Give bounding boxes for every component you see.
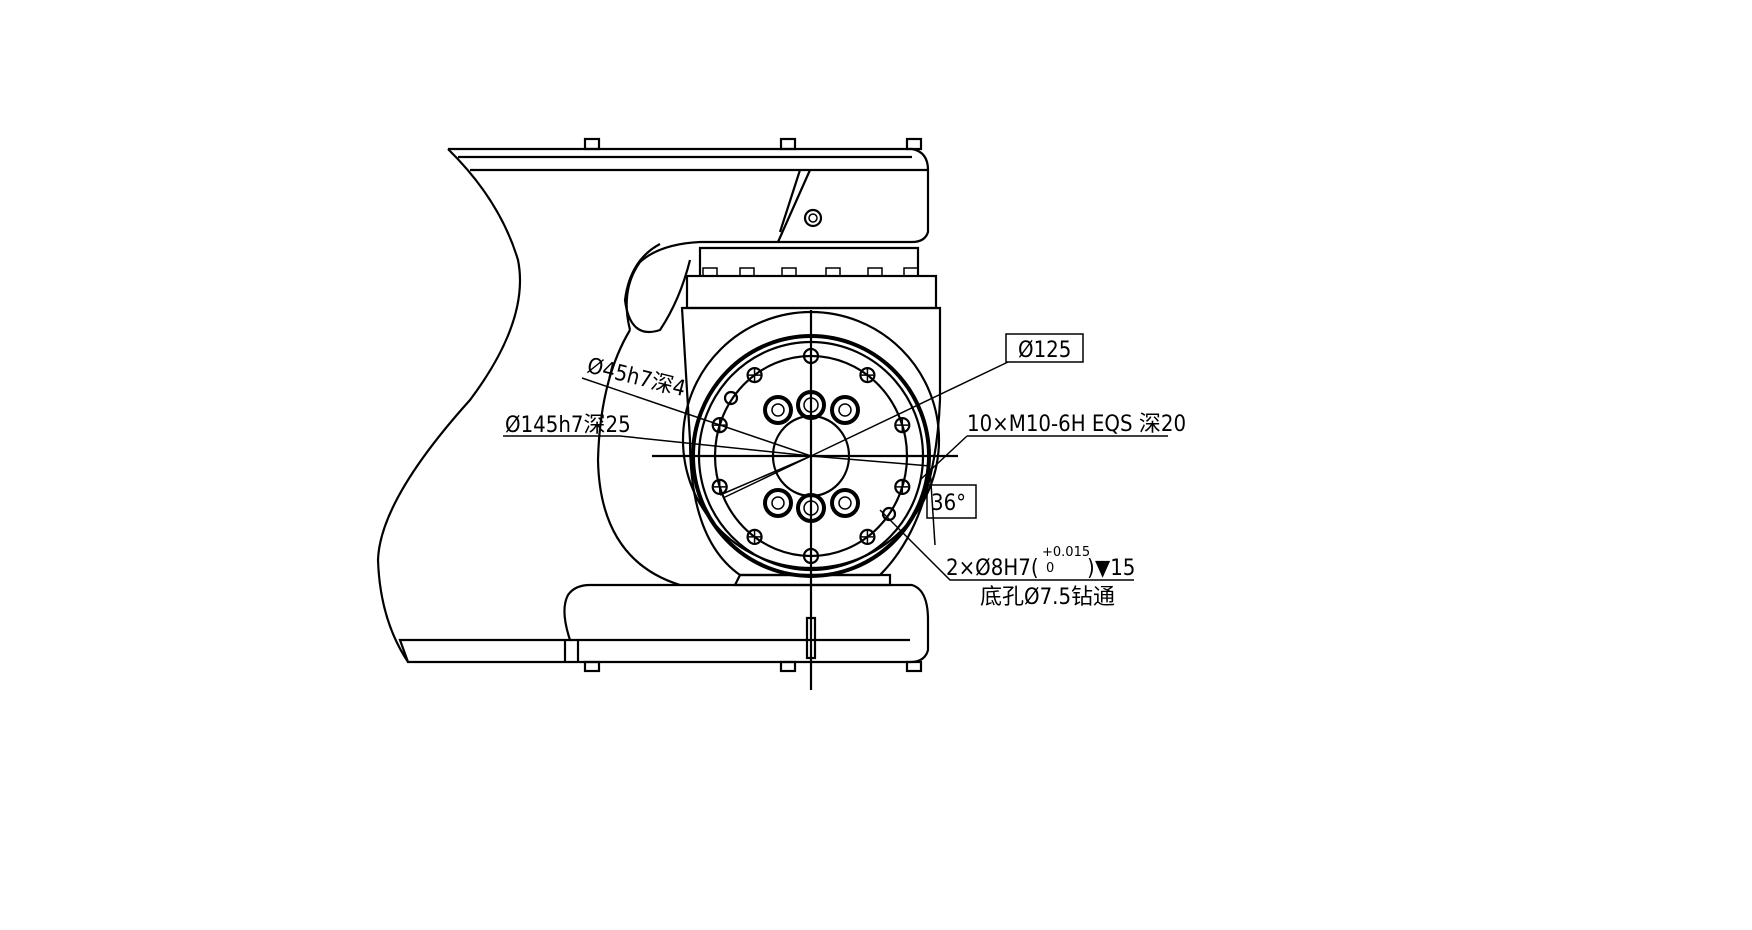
hole-crosshair [748,369,761,382]
hole-crosshair [896,480,909,493]
pcd-label: Ø125 [1018,338,1071,363]
threaded-hole [859,366,876,384]
pin-holes-prefix: 2×Ø8H7( [946,556,1039,581]
pin-hole [723,390,739,406]
hole-crosshair [896,419,909,432]
pin-tol-upper: +0.015 [1042,545,1090,560]
pin-bottom-label: 底孔Ø7.5钻通 [980,585,1115,610]
leader-lines [503,361,1168,581]
angle-box [926,484,977,519]
threaded-hole [894,478,911,496]
hole-crosshair [748,530,761,543]
threaded-hole [711,478,728,496]
hole-crosshair [861,369,874,382]
pin-depth-label: ▼15 [1095,556,1135,581]
threaded-hole [711,416,728,434]
top-plate [685,246,938,310]
pin-tol-lower: 0 [1046,561,1054,576]
pcd-box [1005,333,1084,363]
upper-arm [376,137,930,663]
threaded-hole [894,416,911,434]
hole-crosshair [713,480,726,493]
lower-arm [398,573,930,673]
angle-label: 36° [931,491,966,516]
bore-large-label: Ø145h7深25 [505,413,631,438]
threaded-hole [859,528,876,546]
hole-crosshair [861,530,874,543]
threaded-hole [746,366,763,384]
pin-holes-suffix: ) [1087,556,1095,581]
thread-holes-label: 10×M10-6H EQS 深20 [967,412,1186,437]
threaded-hole [746,528,763,546]
bore-small-label: Ø45h7深4 [585,354,689,403]
